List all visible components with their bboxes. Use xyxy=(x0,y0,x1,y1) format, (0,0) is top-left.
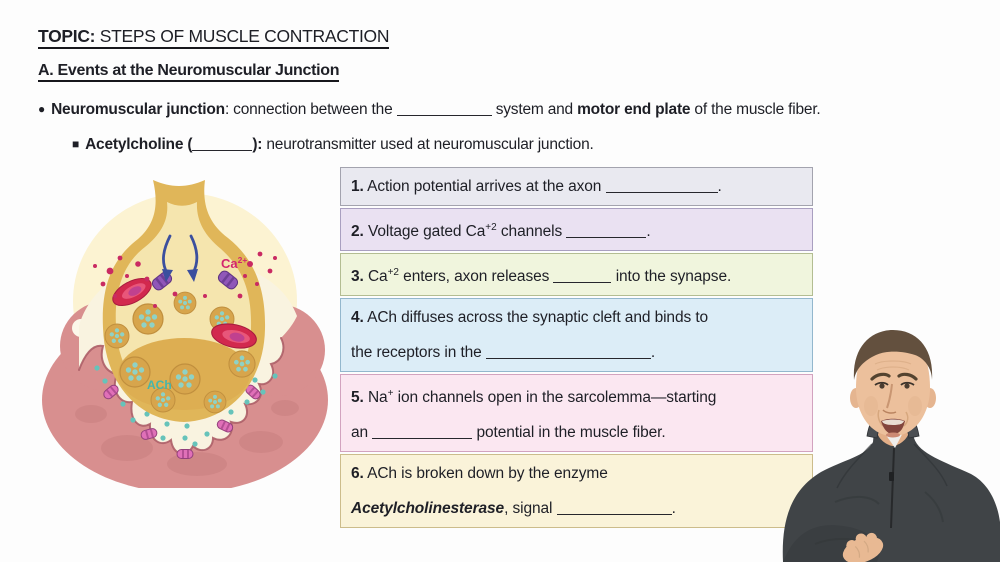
ach-receptor xyxy=(176,448,194,460)
bullet-term: Neuromuscular junction xyxy=(51,101,225,118)
step-text: . xyxy=(650,344,656,362)
topic-title: STEPS OF MUSCLE CONTRACTION xyxy=(95,26,390,46)
step-row-2: 2. Voltage gated Ca+2 channels . xyxy=(340,208,813,252)
axon-terminal xyxy=(93,180,277,422)
bullet-acetylcholine: ■ Acetylcholine (): neurotransmitter used… xyxy=(72,136,594,154)
instructor-head xyxy=(850,330,936,438)
fill-in-blank xyxy=(605,179,718,193)
zipper xyxy=(889,447,895,529)
step-text: Voltage gated Ca xyxy=(363,223,486,241)
instructor-video-overlay xyxy=(782,330,1000,562)
step-text: ion channels open in the sarcolemma—star… xyxy=(393,389,717,407)
step-row-3: 3. Ca+2 enters, axon releases into the s… xyxy=(340,253,813,297)
step-text: potential in the muscle fiber. xyxy=(472,424,666,442)
fill-in-blank xyxy=(485,345,651,360)
step-text: . xyxy=(717,178,722,195)
bullet-icon: ● xyxy=(38,102,46,116)
topic-label: TOPIC: xyxy=(38,26,96,46)
fill-in-blank xyxy=(396,102,492,116)
fill-in-blank xyxy=(192,137,253,151)
step-number: 4. xyxy=(351,309,364,327)
step-text: channels xyxy=(496,223,567,241)
step-text: ACh is broken down by the enzyme xyxy=(363,465,608,483)
step-text: . xyxy=(671,500,676,518)
topic-line: TOPIC: STEPS OF MUSCLE CONTRACTION xyxy=(38,26,390,49)
step-text: the receptors in the xyxy=(351,344,486,362)
step-text: , signal xyxy=(504,500,557,518)
calcium-ions xyxy=(93,251,277,308)
calcium-label: Ca2+ xyxy=(221,255,247,271)
bullet-neuromuscular-junction: ● Neuromuscular junction: connection betw… xyxy=(38,101,821,119)
ach-label: ACh xyxy=(147,378,172,392)
step-number: 2. xyxy=(351,223,364,241)
bullet-text: of the muscle fiber. xyxy=(690,101,821,118)
fill-in-blank xyxy=(553,269,612,284)
enzyme-name: Acetylcholinesterase xyxy=(351,500,505,518)
superscript: + xyxy=(387,388,394,400)
step-text: into the synapse. xyxy=(611,268,732,286)
step-text: . xyxy=(646,223,651,241)
step-text: Ca xyxy=(363,268,388,286)
bullet-text: system and xyxy=(491,101,578,118)
step-text: enters, axon releases xyxy=(398,268,554,286)
step-text: Na xyxy=(363,389,388,407)
step-row-4: 4. ACh diffuses across the synaptic clef… xyxy=(340,298,813,373)
bullet-text: : connection between the xyxy=(224,101,397,118)
step-number: 6. xyxy=(351,465,364,483)
superscript: +2 xyxy=(485,222,497,233)
step-text: an xyxy=(351,424,373,442)
section-heading: A. Events at the Neuromuscular Junction xyxy=(38,62,340,82)
instructor-hair xyxy=(853,330,933,380)
bullet-term: Acetylcholine ( xyxy=(85,136,193,153)
step-number: 1. xyxy=(351,178,364,195)
step-row-1: 1. Action potential arrives at the axon … xyxy=(340,167,813,206)
step-number: 5. xyxy=(351,389,364,407)
fill-in-blank xyxy=(372,425,473,440)
bullet-bold-phrase: motor end plate xyxy=(577,101,691,118)
bullet-term: ): xyxy=(252,136,263,153)
steps-table: 1. Action potential arrives at the axon … xyxy=(340,167,813,530)
step-row-5: 5. Na+ ion channels open in the sarcolem… xyxy=(340,374,813,453)
step-text: ACh diffuses across the synaptic cleft a… xyxy=(363,309,709,327)
superscript: +2 xyxy=(387,267,399,279)
neuromuscular-junction-diagram: Ca2+ ACh xyxy=(42,180,328,488)
instructor-hand xyxy=(842,532,884,562)
bullet-text: neurotransmitter used at neuromuscular j… xyxy=(262,136,594,153)
fill-in-blank xyxy=(556,501,672,516)
step-number: 3. xyxy=(351,268,364,286)
step-text: Action potential arrives at the axon xyxy=(363,178,606,195)
square-bullet-icon: ■ xyxy=(72,137,80,151)
fill-in-blank xyxy=(566,224,647,239)
